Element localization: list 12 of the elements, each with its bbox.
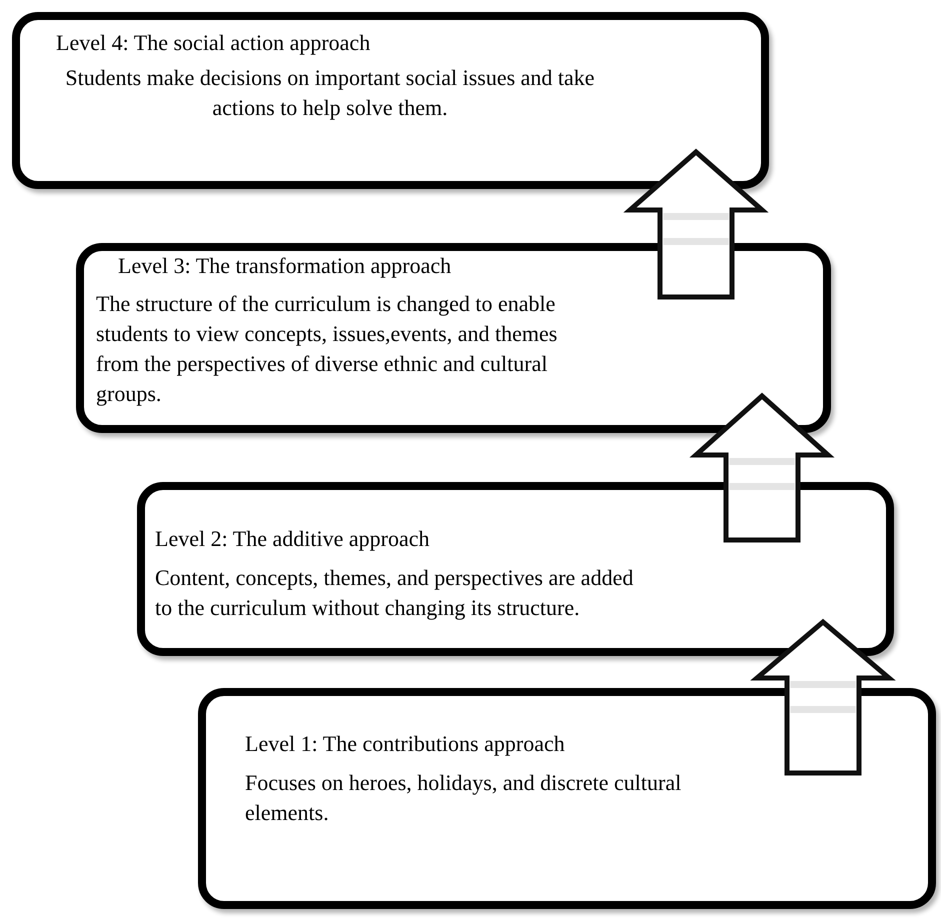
level-heading: Level 2: The additive approach — [155, 525, 430, 553]
level-description: Content, concepts, themes, and perspectives are added to the curriculum without changing its structure. — [155, 564, 634, 622]
level-box — [76, 243, 831, 433]
level-box — [137, 482, 894, 656]
level-description: The structure of the curriculum is changed to enable students to view concepts, issues,events, and themes from the perspectives of diverse ethnic and cultural groups. — [96, 290, 558, 408]
level-box — [198, 688, 936, 909]
level-description: Students make decisions on important social issues and take actions to help solve them. — [64, 64, 596, 122]
level-heading: Level 3: The transformation approach — [118, 252, 452, 280]
level-heading: Level 1: The contributions approach — [245, 730, 566, 758]
level-box — [12, 12, 769, 189]
level-description: Focuses on heroes, holidays, and discrete cultural elements. — [245, 769, 682, 827]
level-heading: Level 4: The social action approach — [56, 29, 372, 57]
